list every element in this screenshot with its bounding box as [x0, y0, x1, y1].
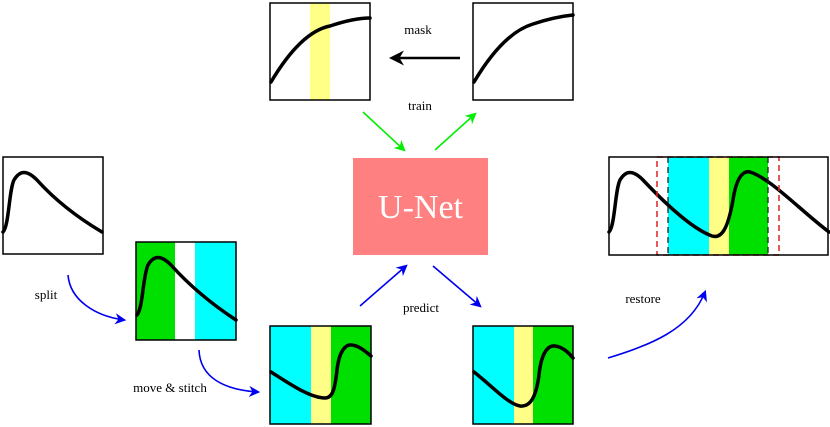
- signal-curve: [607, 170, 830, 239]
- signal-curve: [269, 343, 373, 400]
- panel-frame: [269, 325, 372, 425]
- panel-frame: [472, 2, 574, 101]
- train-arrow-in: [362, 111, 406, 152]
- mask-band: [311, 326, 331, 424]
- move-stitch-arrow: [198, 349, 261, 398]
- panel-frame: [269, 2, 371, 101]
- cyan-segment: [195, 242, 236, 340]
- signal-curve: [269, 16, 372, 84]
- panel-frame: [135, 241, 237, 341]
- mask-label: mask: [404, 22, 432, 37]
- signal-curve: [472, 344, 575, 408]
- gap-segment: [175, 242, 195, 340]
- predict-label: predict: [403, 300, 439, 315]
- train-label: train: [408, 98, 432, 113]
- stitched-panel: [269, 325, 373, 425]
- signal-curve: [135, 255, 238, 322]
- split-arrow: [67, 274, 127, 325]
- mask-band: [310, 3, 330, 100]
- unet-box: U-Net: [353, 158, 488, 255]
- restore-label: restore: [625, 291, 661, 306]
- masked-signal-panel: [269, 2, 372, 101]
- unet-label: U-Net: [378, 189, 464, 226]
- signal-curve: [472, 13, 575, 84]
- move-stitch-label: move & stitch: [133, 380, 207, 395]
- train-arrow-out: [434, 112, 477, 151]
- panel-frame: [2, 156, 104, 255]
- predict-arrow-out: [432, 265, 482, 308]
- predicted-panel: [472, 325, 575, 425]
- panel-frame: [608, 156, 829, 256]
- unet-rect: [353, 158, 488, 255]
- mask-band: [514, 326, 533, 424]
- predict-arrow-in: [359, 264, 408, 307]
- mask-band: [709, 157, 729, 255]
- restore-arrow: [607, 289, 707, 359]
- split-panel: [135, 241, 238, 341]
- restored-panel: [607, 156, 830, 256]
- signal-curve: [1, 170, 104, 234]
- clean-signal-panel: [472, 2, 575, 101]
- input-signal-panel: [1, 156, 104, 255]
- split-label: split: [35, 287, 58, 302]
- panel-frame: [472, 325, 574, 425]
- cyan-segment: [668, 157, 709, 255]
